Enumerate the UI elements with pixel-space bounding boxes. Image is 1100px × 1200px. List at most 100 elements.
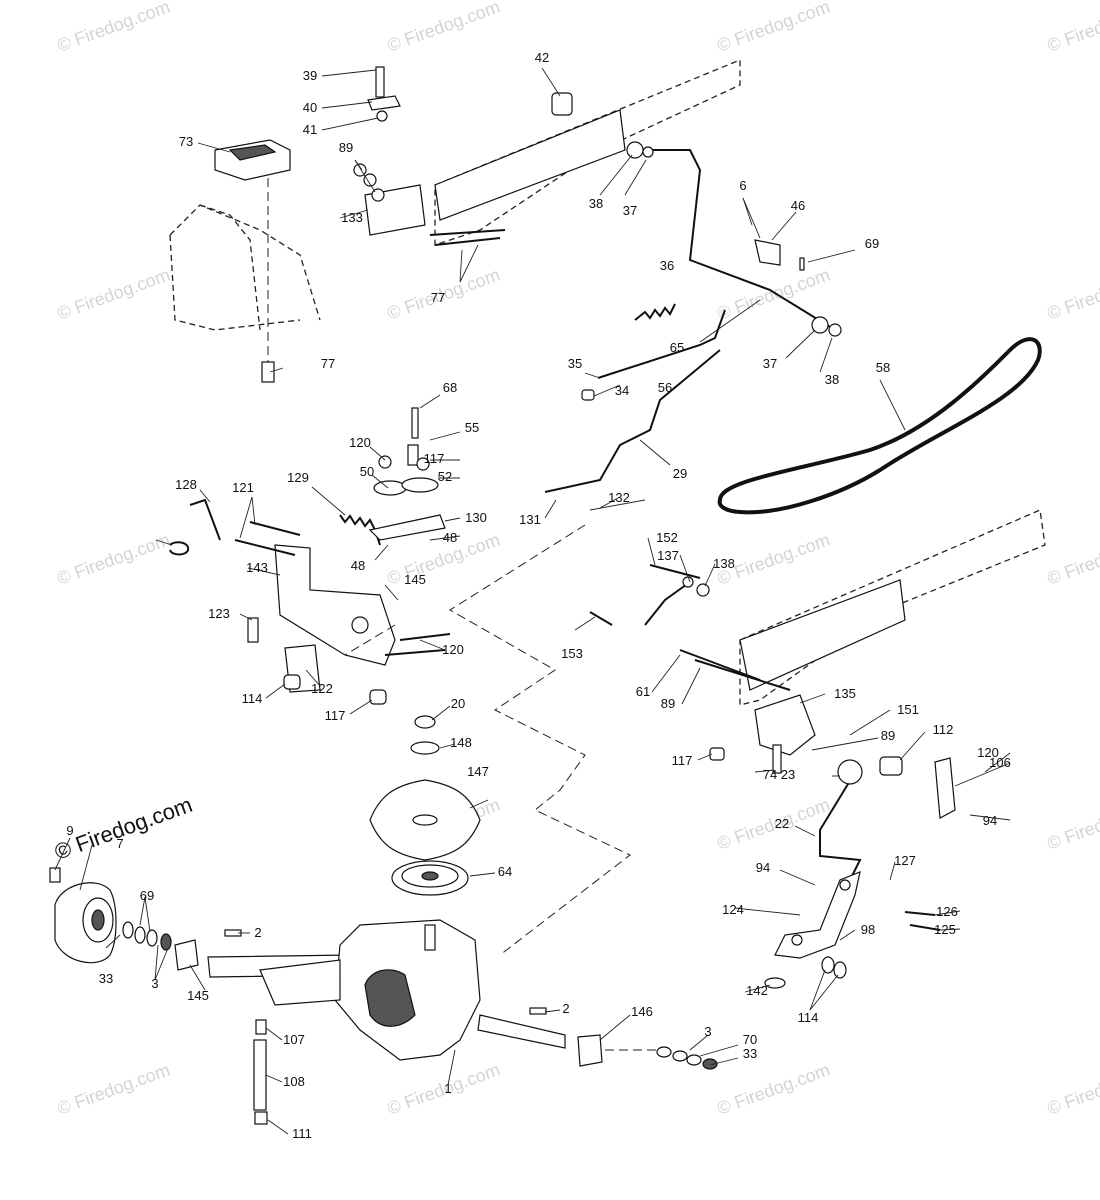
bushing-111 bbox=[879, 756, 903, 776]
watermark-text: © Firedog.com bbox=[715, 1059, 833, 1118]
bolts-58-77 bbox=[679, 649, 791, 691]
watermark-text: © Firedog.com bbox=[1045, 529, 1100, 588]
callout-152: 152 bbox=[656, 530, 678, 545]
callout-35: 35 bbox=[568, 356, 582, 371]
callout-37: 37 bbox=[763, 356, 777, 371]
callout-33: 33 bbox=[99, 971, 113, 986]
callout-94: 94 bbox=[756, 860, 770, 875]
watermark-text: © Firedog.com bbox=[1045, 1059, 1100, 1118]
watermark-text: © Firedog.com bbox=[55, 1059, 173, 1118]
routing-lines bbox=[344, 524, 631, 956]
callout-42: 42 bbox=[535, 50, 549, 65]
pin-127 bbox=[189, 498, 221, 541]
callout-121: 121 bbox=[232, 480, 254, 495]
engine-pulley-stack bbox=[369, 715, 481, 896]
callout-40: 40 bbox=[303, 100, 317, 115]
callout-1: 1 bbox=[444, 1081, 451, 1096]
callout-52: 52 bbox=[438, 469, 452, 484]
callout-128: 128 bbox=[175, 477, 197, 492]
callout-108: 108 bbox=[283, 1074, 305, 1089]
callout-89: 89 bbox=[661, 696, 675, 711]
callout-117: 117 bbox=[672, 753, 693, 768]
bracket-98 bbox=[934, 757, 956, 819]
callout-111: 111 bbox=[292, 1126, 312, 1141]
seat-plate-70 bbox=[214, 139, 291, 181]
callout-58: 58 bbox=[876, 360, 890, 375]
callout-98: 98 bbox=[861, 922, 875, 937]
linkage-135-137 bbox=[644, 564, 710, 626]
callout-120: 120 bbox=[349, 435, 371, 450]
callout-145: 145 bbox=[404, 572, 426, 587]
callout-55: 55 bbox=[465, 420, 479, 435]
idler-pulleys-50-52 bbox=[373, 407, 439, 496]
clip-153 bbox=[169, 541, 190, 556]
callout-114: 114 bbox=[242, 691, 263, 706]
callout-70: 70 bbox=[743, 1032, 757, 1047]
washers-112-138 bbox=[764, 956, 847, 989]
callout-130: 130 bbox=[465, 510, 487, 525]
callout-69: 69 bbox=[140, 888, 154, 903]
frame-rail-lower bbox=[739, 509, 1046, 706]
callout-69: 69 bbox=[865, 236, 879, 251]
callout-46: 46 bbox=[791, 198, 805, 213]
bolts-77-upper bbox=[429, 229, 506, 246]
watermark-text: © Firedog.com bbox=[1045, 0, 1100, 56]
callout-142: 142 bbox=[746, 983, 768, 998]
callout-120: 120 bbox=[977, 745, 999, 760]
transaxle-1 bbox=[259, 919, 481, 1061]
callout-50: 50 bbox=[360, 464, 374, 479]
shaft-assembly bbox=[626, 141, 842, 337]
callout-137: 137 bbox=[657, 548, 679, 563]
bolt-73 bbox=[772, 744, 782, 774]
bracket-142 bbox=[274, 544, 396, 666]
callout-114: 114 bbox=[798, 1010, 819, 1025]
callout-56: 56 bbox=[658, 380, 672, 395]
callout-94: 94 bbox=[983, 813, 997, 828]
callout-37: 37 bbox=[623, 203, 637, 218]
watermark-text: © Firedog.com bbox=[385, 0, 503, 56]
pedal-lever-22-23 bbox=[819, 759, 863, 881]
callout-132: 132 bbox=[608, 490, 630, 505]
spring-128 bbox=[339, 514, 381, 546]
callout-39: 39 bbox=[303, 68, 317, 83]
leader-lines bbox=[54, 67, 1011, 1135]
callout-48: 48 bbox=[443, 530, 457, 545]
callout-148: 148 bbox=[450, 735, 472, 750]
callout-2: 2 bbox=[562, 1001, 569, 1016]
pedal-arm-123 bbox=[774, 871, 861, 959]
bolt-74 bbox=[261, 361, 275, 383]
washers-69-left bbox=[122, 921, 172, 951]
callout-145: 145 bbox=[187, 988, 209, 1003]
callout-89: 89 bbox=[339, 140, 353, 155]
callout-146: 146 bbox=[631, 1004, 653, 1019]
callout-41: 41 bbox=[303, 122, 317, 137]
callout-48: 48 bbox=[351, 558, 365, 573]
callout-127: 127 bbox=[894, 853, 916, 868]
rod-29 bbox=[544, 349, 721, 493]
callout-36: 36 bbox=[660, 258, 674, 273]
callout-117: 117 bbox=[424, 451, 445, 466]
callout-131: 131 bbox=[519, 512, 541, 527]
callout-129: 129 bbox=[287, 470, 309, 485]
watermark-text: © Firedog.com bbox=[715, 264, 833, 323]
callout-77: 77 bbox=[321, 356, 335, 371]
callout-74: 74 bbox=[763, 767, 777, 782]
callout-138: 138 bbox=[713, 556, 735, 571]
callout-3: 3 bbox=[151, 976, 158, 991]
idler-arm-129 bbox=[368, 514, 446, 541]
watermark-text: © Firedog.com bbox=[1045, 794, 1100, 853]
watermark-text: © Firedog.com bbox=[715, 794, 833, 853]
bolts-124-125 bbox=[904, 911, 941, 931]
axle-tube-right bbox=[477, 1014, 566, 1049]
callout-38: 38 bbox=[825, 372, 839, 387]
callout-77: 77 bbox=[431, 290, 445, 305]
bushing-145-right bbox=[577, 1034, 603, 1067]
callout-3: 3 bbox=[704, 1024, 711, 1039]
spacer-34 bbox=[581, 389, 595, 401]
bolt-152 bbox=[589, 611, 613, 626]
callout-123: 123 bbox=[208, 606, 230, 621]
wheel-hub-7 bbox=[54, 882, 117, 964]
callout-64: 64 bbox=[498, 864, 512, 879]
callout-65: 65 bbox=[670, 340, 684, 355]
